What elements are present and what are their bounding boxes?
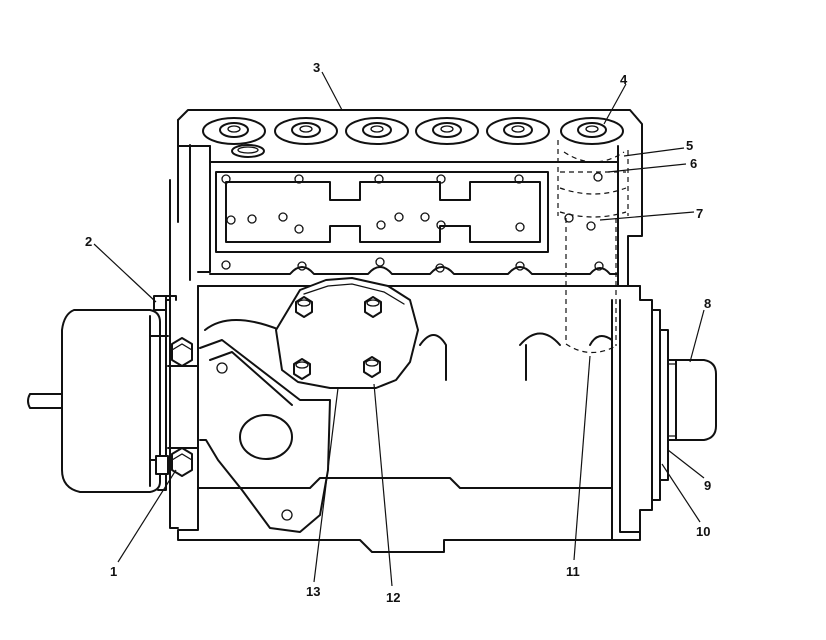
callout-1: 1 bbox=[110, 564, 117, 579]
callout-5: 5 bbox=[686, 138, 693, 153]
callout-2: 2 bbox=[85, 234, 92, 249]
bore-3 bbox=[345, 117, 409, 145]
callout-7: 7 bbox=[696, 206, 703, 221]
side-plate-bolt-holes bbox=[221, 172, 604, 273]
upper-block bbox=[169, 109, 643, 301]
bore-4 bbox=[415, 117, 479, 145]
callout-8: 8 bbox=[704, 296, 711, 311]
left-accessory-housing bbox=[27, 295, 199, 493]
callout-11: 11 bbox=[566, 564, 580, 579]
front-pulley-assembly bbox=[651, 309, 717, 501]
callout-6: 6 bbox=[690, 156, 697, 171]
bottom-stud bbox=[155, 455, 169, 475]
top-stud bbox=[153, 295, 167, 311]
bracket-boss bbox=[239, 414, 293, 460]
bore-1 bbox=[202, 117, 266, 145]
seal-ring bbox=[659, 329, 669, 481]
cover-bolt-2 bbox=[364, 296, 382, 318]
cylinder-bores bbox=[202, 117, 624, 158]
bore-5 bbox=[486, 117, 550, 145]
callout-13: 13 bbox=[306, 584, 320, 599]
callout-10: 10 bbox=[696, 524, 710, 539]
oil-filler-hole bbox=[231, 144, 265, 158]
leader-lines bbox=[93, 71, 705, 587]
callout-12: 12 bbox=[386, 590, 400, 605]
crankcase bbox=[169, 285, 653, 553]
access-cover bbox=[275, 277, 419, 389]
cover-bolt-1 bbox=[295, 296, 313, 318]
callout-labels: 3 4 5 6 7 2 8 9 10 11 12 13 1 bbox=[85, 60, 711, 605]
cover-bolt-3 bbox=[293, 358, 311, 380]
callout-9: 9 bbox=[704, 478, 711, 493]
upper-block-lower-edge bbox=[209, 266, 619, 275]
cylinder-liner-hidden bbox=[557, 140, 629, 354]
mounting-bracket bbox=[199, 339, 331, 533]
hex-nut-upper bbox=[171, 337, 193, 367]
bore-2 bbox=[274, 117, 338, 145]
side-cover-plate bbox=[215, 171, 549, 253]
callout-3: 3 bbox=[313, 60, 320, 75]
callout-4: 4 bbox=[620, 72, 628, 87]
front-plate bbox=[651, 309, 661, 501]
cover-bolt-4 bbox=[363, 356, 381, 378]
bore-6 bbox=[560, 117, 624, 145]
pulley-hub bbox=[667, 359, 717, 441]
